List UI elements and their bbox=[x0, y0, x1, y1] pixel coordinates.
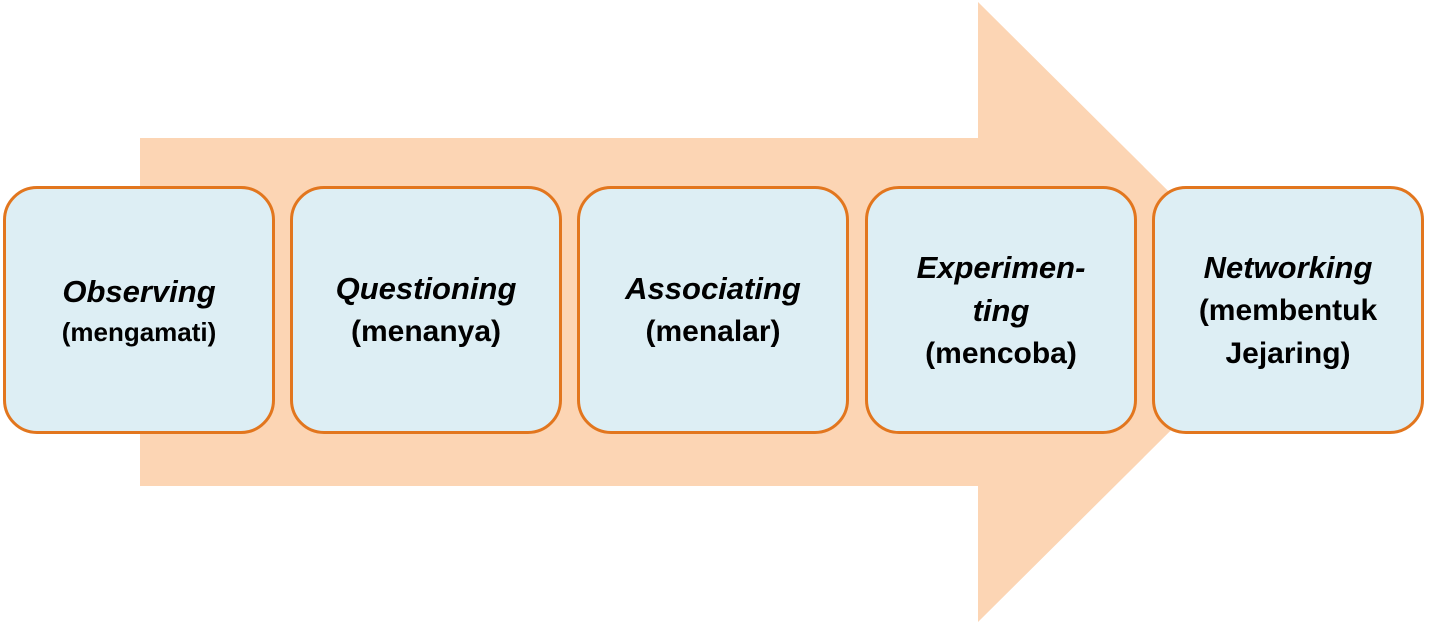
step-associating-gloss: (menalar) bbox=[645, 315, 781, 348]
step-associating-term: Associating bbox=[625, 271, 801, 306]
step-associating: Associating (menalar) bbox=[577, 186, 849, 434]
step-questioning: Questioning (menanya) bbox=[290, 186, 562, 434]
step-experimenting-term: Experimen- ting bbox=[916, 249, 1086, 328]
step-networking-term: Networking bbox=[1203, 249, 1373, 285]
step-questioning-term: Questioning bbox=[335, 271, 517, 306]
step-networking-gloss: (membentuk Jejaring) bbox=[1198, 293, 1378, 370]
step-networking: Networking (membentuk Jejaring) bbox=[1152, 186, 1424, 434]
step-questioning-gloss: (menanya) bbox=[350, 315, 502, 348]
step-experimenting-gloss: (mencoba) bbox=[925, 336, 1077, 370]
step-experimenting: Experimen- ting (mencoba) bbox=[865, 186, 1137, 434]
step-observing-gloss: (mengamati) bbox=[61, 316, 217, 347]
step-observing: Observing (mengamati) bbox=[3, 186, 275, 434]
step-observing-term: Observing bbox=[62, 273, 216, 309]
